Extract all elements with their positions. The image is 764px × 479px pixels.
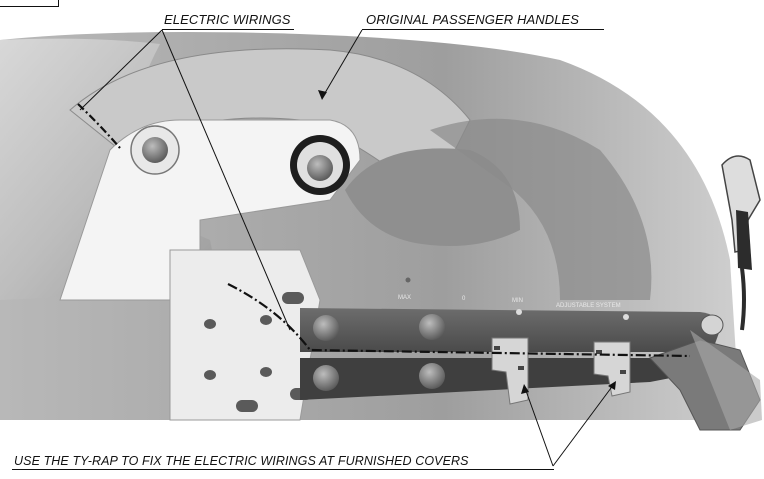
bar-mark-zero: 0 (462, 296, 466, 302)
bar-mark-min: MIN (512, 298, 523, 304)
bar-mark-adjustable: ADJUSTABLE SYSTEM (556, 303, 621, 309)
leader-tyrap-2 (552, 383, 615, 467)
upper-bar (300, 308, 720, 352)
inner-shadow (430, 118, 652, 300)
electric-wiring-upper (77, 103, 121, 149)
label-original-handles: ORIGINAL PASSENGER HANDLES (366, 12, 580, 27)
leader-handles (321, 29, 363, 99)
cover-clip-1 (491, 337, 529, 405)
label-tyrap-instruction: USE THE TY-RAP TO FIX THE ELECTRIC WIRIN… (14, 454, 469, 468)
leader-tyrap-1 (524, 387, 554, 467)
handle-recess (345, 148, 520, 246)
label-electric-wirings: ELECTRIC WIRINGS (164, 12, 291, 27)
underline-wirings (162, 29, 294, 30)
tail-cowl (69, 48, 471, 201)
underline-tyrap (12, 469, 554, 470)
bar-mark-max: MAX (398, 295, 412, 301)
leader-wirings-2 (161, 29, 291, 331)
underline-handles (362, 29, 604, 30)
corner-frame (0, 0, 59, 7)
leader-wirings (79, 29, 163, 111)
electric-wiring-lower (227, 283, 691, 358)
